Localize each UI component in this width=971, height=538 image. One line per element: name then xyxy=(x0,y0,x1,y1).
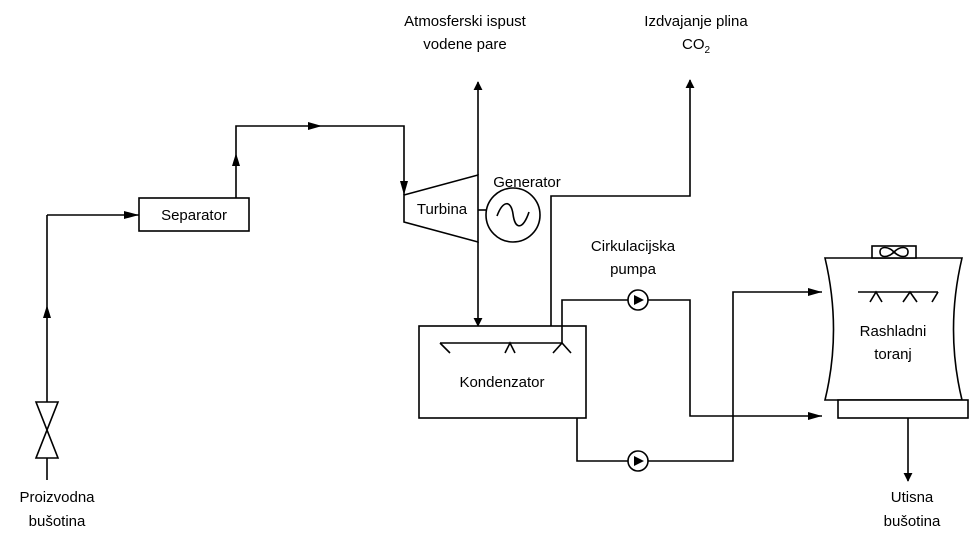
valve-icon xyxy=(34,401,60,459)
label-production-well-line2: bušotina xyxy=(29,513,86,530)
generator-symbol xyxy=(478,187,541,243)
label-atmospheric-line2: vodene pare xyxy=(423,36,506,53)
label-cooling-tower-line1: Rashladni xyxy=(860,323,927,340)
condenser-spray xyxy=(439,299,640,354)
separator-box xyxy=(138,197,250,232)
label-turbine: Turbina xyxy=(417,201,468,218)
label-injection-well-line2: bušotina xyxy=(884,513,941,530)
co2-pipe xyxy=(550,79,695,326)
circulation-pump-upper xyxy=(627,289,822,420)
label-cooling-tower-line2: toranj xyxy=(874,346,912,363)
label-condenser: Kondenzator xyxy=(459,374,544,391)
label-generator: Generator xyxy=(493,174,561,191)
label-separator: Separator xyxy=(161,207,227,224)
production-pipe xyxy=(43,211,139,480)
label-co2-line1: Izdvajanje plina xyxy=(644,13,748,30)
label-production-well-line1: Proizvodna xyxy=(19,489,95,506)
label-circ-pump-line2: pumpa xyxy=(610,261,657,278)
label-co2-line2: CO2 xyxy=(682,36,711,56)
condenser-box xyxy=(418,325,587,419)
circulation-pump-lower xyxy=(576,288,822,472)
label-injection-well-line1: Utisna xyxy=(891,489,934,506)
cooling-tower xyxy=(823,245,969,419)
label-circ-pump-line1: Cirkulacijska xyxy=(591,238,676,255)
steam-pipe xyxy=(232,122,408,198)
fan-icon xyxy=(879,246,909,258)
label-atmospheric-line1: Atmosferski ispust xyxy=(404,13,527,30)
